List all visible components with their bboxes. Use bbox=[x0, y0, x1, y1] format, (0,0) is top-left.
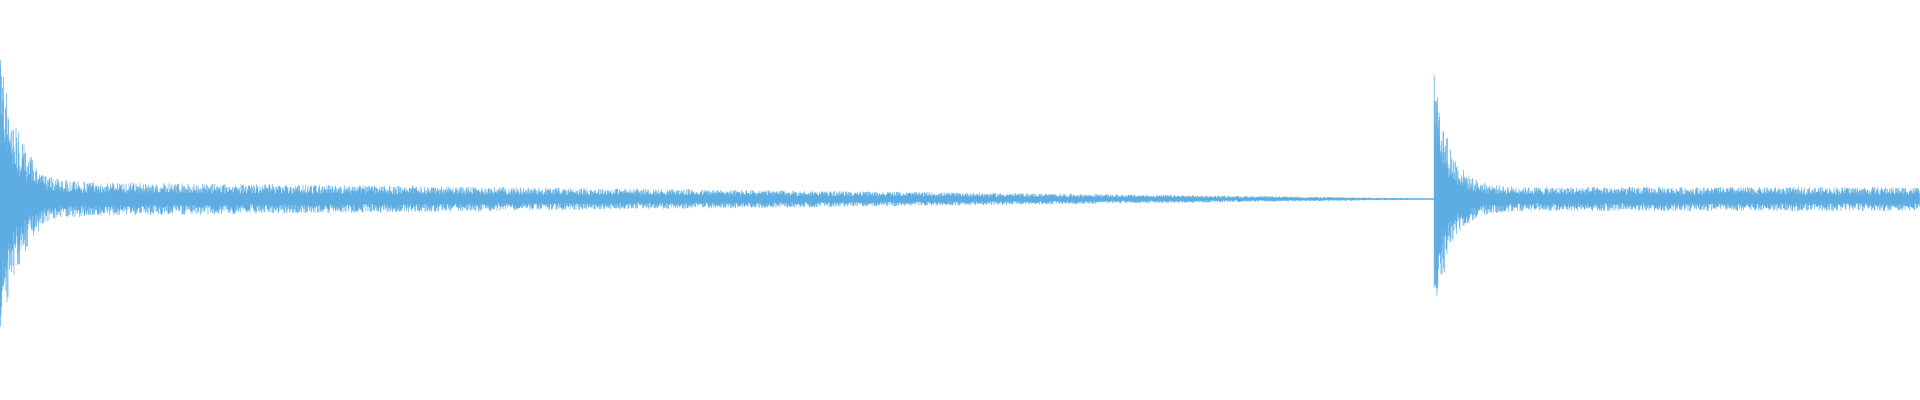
waveform-samples bbox=[0, 59, 1920, 327]
waveform-transient-2 bbox=[1433, 75, 1461, 296]
waveform-transient-1 bbox=[0, 67, 27, 307]
waveform-trace bbox=[0, 59, 1920, 327]
